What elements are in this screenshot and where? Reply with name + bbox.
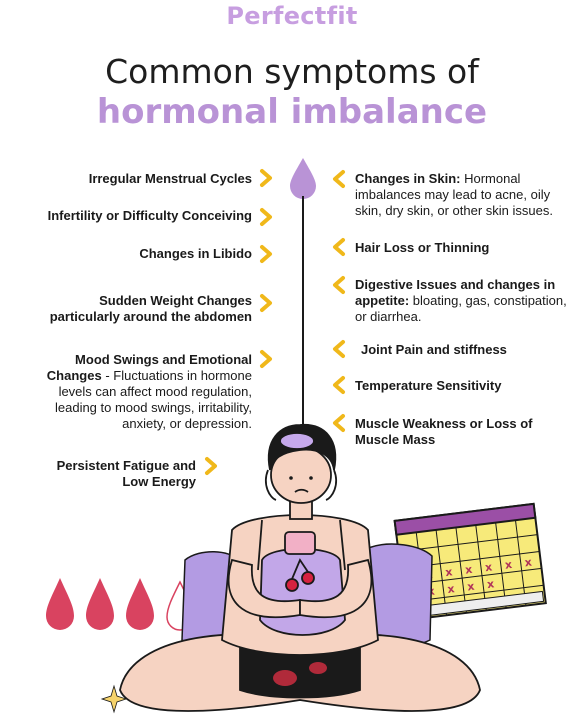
symptom-right-3: Digestive Issues and changes in appetite… xyxy=(355,277,570,325)
svg-text:x: x xyxy=(445,565,454,579)
blood-drops xyxy=(46,578,194,631)
symptom-title: Hair Loss or Thinning xyxy=(355,240,490,255)
symptom-title: Digestive Issues and changes in appetite… xyxy=(355,277,556,308)
svg-text:x: x xyxy=(447,582,456,596)
symptom-left-3: Changes in Libido xyxy=(40,246,252,262)
symptom-description: bloating, gas, constipation, or diarrhea… xyxy=(355,293,567,324)
chevron-left-icon xyxy=(333,376,345,394)
symptom-title: Muscle Weakness or Loss of Muscle Mass xyxy=(355,416,533,447)
svg-text:x: x xyxy=(464,563,473,577)
svg-text:x: x xyxy=(484,560,493,574)
blood-drop-icon xyxy=(46,578,74,630)
chevron-right-icon xyxy=(260,350,272,368)
symptom-right-2: Hair Loss or Thinning xyxy=(355,240,565,256)
brand-logo: Perfectfit xyxy=(226,2,358,30)
symptom-title: Irregular Menstrual Cycles xyxy=(88,171,252,186)
symptom-title: Infertility or Difficulty Conceiving xyxy=(47,208,252,223)
symptom-left-2: Infertility or Difficulty Conceiving xyxy=(30,208,252,224)
symptom-title: Persistent Fatigue and Low Energy xyxy=(56,458,196,489)
symptom-right-6: Muscle Weakness or Loss of Muscle Mass xyxy=(355,416,545,448)
page-title-line2: hormonal imbalance xyxy=(96,92,488,132)
chevron-right-icon xyxy=(260,169,272,187)
woman-illustration xyxy=(119,424,481,712)
sparkle-icon xyxy=(100,684,128,714)
symptom-title: Changes in Skin: xyxy=(355,171,461,186)
symptom-left-5: Mood Swings and Emotional Changes - Fluc… xyxy=(36,352,252,432)
page-title-line1: Common symptoms of xyxy=(105,52,479,91)
symptom-title: Mood Swings and Emotional Changes xyxy=(46,352,252,383)
symptom-left-6: Persistent Fatigue and Low Energy xyxy=(40,458,196,490)
chevron-left-icon xyxy=(333,170,345,188)
symptom-left-1: Irregular Menstrual Cycles xyxy=(40,171,252,187)
calendar-illustration: xxx xxx xxx x xyxy=(393,502,547,622)
svg-text:x: x xyxy=(524,556,533,570)
symptom-right-4: Joint Pain and stiffness xyxy=(361,342,561,358)
blood-drop-icon xyxy=(86,578,114,630)
symptom-title: Temperature Sensitivity xyxy=(355,378,502,393)
symptom-title: Joint Pain and stiffness xyxy=(361,342,507,357)
axis-line xyxy=(302,196,304,426)
svg-text:x: x xyxy=(486,577,495,591)
svg-text:x: x xyxy=(466,580,475,594)
symptom-right-5: Temperature Sensitivity xyxy=(355,378,555,394)
chevron-left-icon xyxy=(333,276,345,294)
chevron-left-icon xyxy=(333,238,345,256)
symptom-description: Hormonal imbalances may lead to acne, oi… xyxy=(355,171,553,218)
axis-droplet-icon xyxy=(290,158,316,199)
symptom-right-1: Changes in Skin: Hormonal imbalances may… xyxy=(355,171,565,219)
symptom-title: Changes in Libido xyxy=(139,246,252,261)
chevron-right-icon xyxy=(260,294,272,312)
svg-text:x: x xyxy=(504,558,513,572)
symptom-description: - Fluctuations in hormone levels can aff… xyxy=(54,368,252,431)
symptom-left-4: Sudden Weight Changes particularly aroun… xyxy=(36,293,252,325)
chevron-left-icon xyxy=(333,414,345,432)
blood-drop-icon xyxy=(126,578,154,630)
symptom-title: Sudden Weight Changes particularly aroun… xyxy=(49,293,252,324)
chevron-right-icon xyxy=(260,208,272,226)
chevron-left-icon xyxy=(333,340,345,358)
chevron-right-icon xyxy=(260,245,272,263)
chevron-right-icon xyxy=(205,457,217,475)
